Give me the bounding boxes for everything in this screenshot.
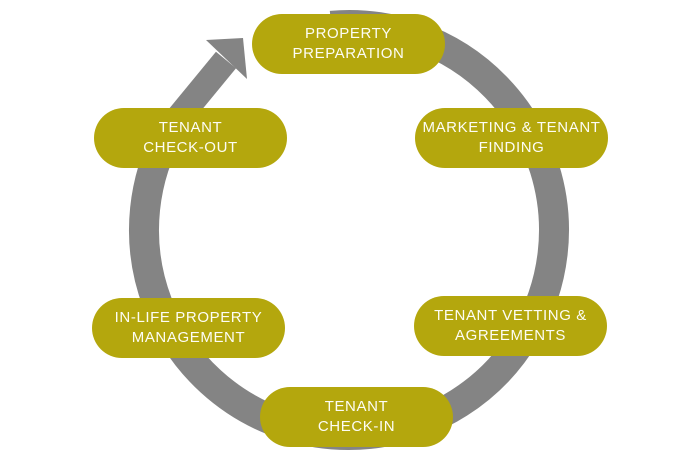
stage-label-line: MANAGEMENT <box>131 329 246 346</box>
stage-label-line: FINDING <box>478 139 545 156</box>
stage-pill-property-preparation: PROPERTY PREPARATION <box>252 14 445 74</box>
stage-label-line: CHECK-IN <box>317 418 396 435</box>
stage-label-line: CHECK-OUT <box>143 139 238 156</box>
stage-label-line: TENANT <box>158 119 223 136</box>
stage-pill-tenant-check-out: TENANT CHECK-OUT <box>94 108 287 168</box>
stage-label-line: MARKETING & TENANT <box>422 119 601 136</box>
stage-label-line: AGREEMENTS <box>454 327 566 344</box>
stage-label-line: IN-LIFE PROPERTY <box>114 309 263 326</box>
stage-label-line: TENANT VETTING & <box>434 307 587 324</box>
stage-pill-in-life-property-management: IN-LIFE PROPERTY MANAGEMENT <box>92 298 285 358</box>
clockwise-arrow-head-icon <box>206 38 247 79</box>
stage-label-line: PREPARATION <box>292 45 405 62</box>
stage-label-line: PROPERTY <box>304 25 393 42</box>
stage-pill-tenant-check-in: TENANT CHECK-IN <box>260 387 453 447</box>
stage-label-line: TENANT <box>324 398 389 415</box>
stage-pill-tenant-vetting-agreements: TENANT VETTING & AGREEMENTS <box>414 296 607 356</box>
cycle-ring-arc <box>129 10 569 450</box>
stage-pill-marketing-tenant-finding: MARKETING & TENANT FINDING <box>415 108 608 168</box>
